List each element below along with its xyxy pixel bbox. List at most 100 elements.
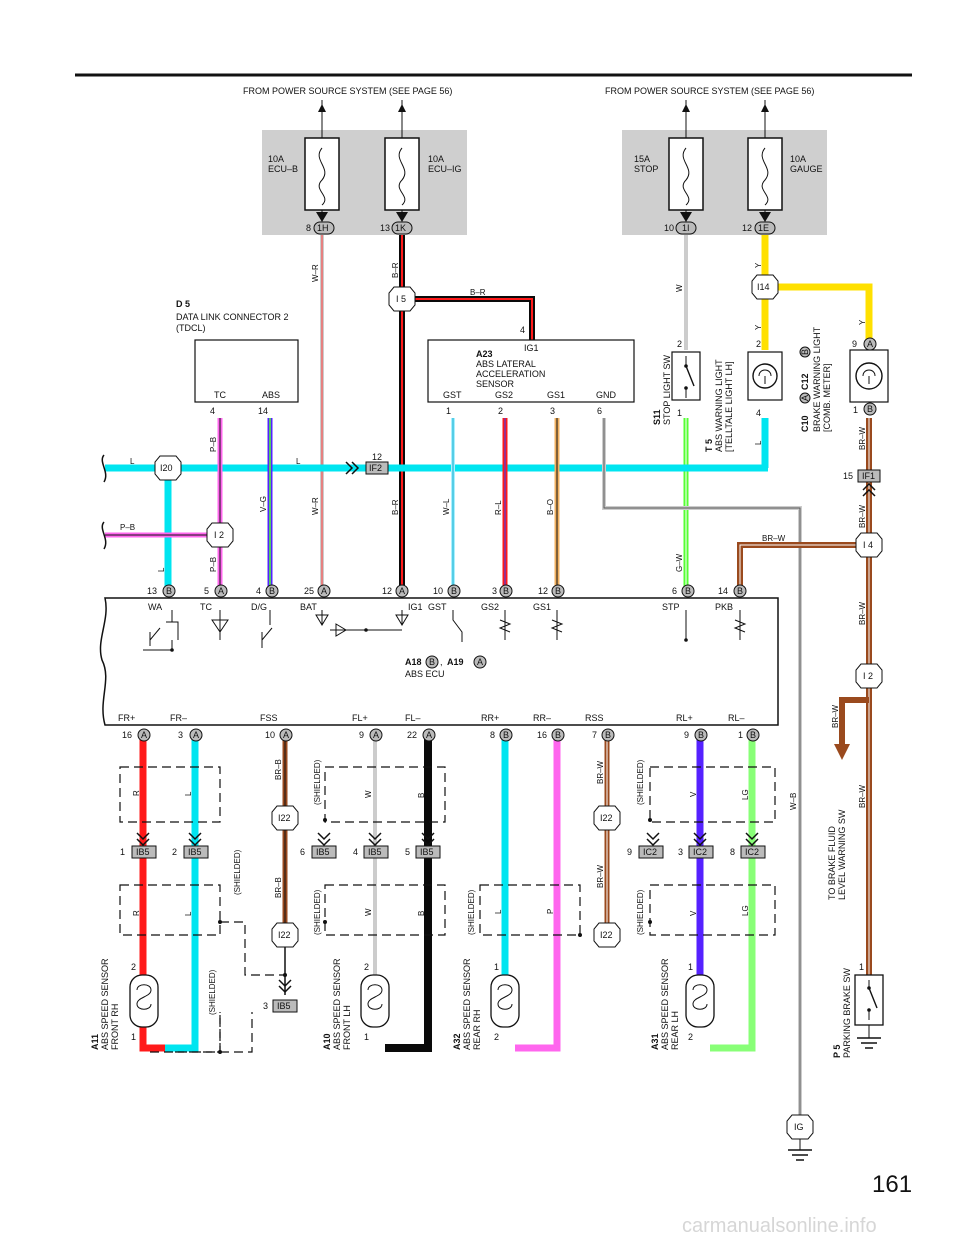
svg-text:3: 3 bbox=[678, 847, 683, 857]
svg-text:B: B bbox=[555, 730, 561, 740]
svg-text:4: 4 bbox=[756, 408, 761, 418]
svg-text:B: B bbox=[166, 586, 172, 596]
a32-speed-sensor-rear-rh: 1 2 A32 ABS SPEED SENSOR REAR RH bbox=[452, 958, 520, 1050]
svg-text:3: 3 bbox=[178, 730, 183, 740]
svg-text:A: A bbox=[426, 730, 432, 740]
svg-text:Y: Y bbox=[754, 262, 763, 268]
svg-text:1: 1 bbox=[120, 847, 125, 857]
junction-i20: I20 bbox=[154, 455, 182, 481]
svg-text:P 5: P 5 bbox=[832, 1045, 842, 1058]
ecu-pin-fl-plus: FL+ 9 A bbox=[352, 713, 383, 742]
svg-text:9: 9 bbox=[359, 730, 364, 740]
svg-text:A: A bbox=[399, 586, 405, 596]
svg-text:PKB: PKB bbox=[715, 602, 733, 612]
svg-text:W: W bbox=[364, 790, 373, 798]
svg-text:1K: 1K bbox=[395, 223, 406, 233]
svg-text:13: 13 bbox=[380, 223, 390, 233]
connector-ib5-4: 4 IB5 bbox=[353, 832, 389, 859]
svg-text:A: A bbox=[477, 657, 483, 667]
svg-text:IB5: IB5 bbox=[136, 847, 150, 857]
svg-text:IG: IG bbox=[794, 1122, 804, 1132]
svg-text:,: , bbox=[440, 657, 443, 667]
svg-text:I20: I20 bbox=[160, 463, 173, 473]
connector-ib5-3: 3 IB5 bbox=[263, 979, 298, 1013]
fuse-stop-amp: 15A bbox=[634, 154, 650, 164]
ecu-pin-fss: FSS 10 A bbox=[260, 713, 293, 742]
svg-text:8: 8 bbox=[490, 730, 495, 740]
wire-breaks bbox=[101, 454, 107, 550]
svg-text:RSS: RSS bbox=[585, 713, 604, 723]
t5-abs-warning-light: 2 4 T 5 ABS WARNING LIGHT [TELLTALE LIGH… bbox=[704, 339, 783, 452]
svg-text:1H: 1H bbox=[317, 223, 329, 233]
svg-text:W–R: W–R bbox=[311, 497, 320, 515]
ecu-pin-gs2: GS2 3 B bbox=[481, 584, 513, 612]
svg-text:(SHIELDED): (SHIELDED) bbox=[467, 889, 476, 935]
svg-text:L: L bbox=[157, 567, 166, 572]
svg-text:6: 6 bbox=[300, 847, 305, 857]
svg-text:2: 2 bbox=[498, 406, 503, 416]
ecu-pin-stp: STP 6 B bbox=[662, 584, 695, 612]
junction-i5: I 5 bbox=[388, 286, 416, 312]
svg-text:7: 7 bbox=[592, 730, 597, 740]
svg-text:P: P bbox=[546, 909, 555, 914]
svg-text:IG1: IG1 bbox=[408, 602, 423, 612]
svg-text:2: 2 bbox=[677, 339, 682, 349]
junction-i4: I 4 bbox=[855, 532, 883, 558]
wire-br-w-pkb bbox=[737, 542, 869, 593]
svg-text:10: 10 bbox=[265, 730, 275, 740]
svg-text:W: W bbox=[675, 284, 684, 292]
ecu-pin-rr-plus: RR+ 8 B bbox=[481, 713, 513, 742]
svg-text:B: B bbox=[555, 586, 561, 596]
fuse-gauge-amp: 10A bbox=[790, 154, 806, 164]
svg-text:GS2: GS2 bbox=[495, 390, 513, 400]
svg-text:ABS SPEED SENSOR: ABS SPEED SENSOR bbox=[660, 958, 670, 1050]
ecu-pin-dg: D/G 4 B bbox=[251, 584, 279, 612]
a10-speed-sensor-front-lh: 2 1 A10 ABS SPEED SENSOR FRONT LH bbox=[322, 958, 390, 1050]
svg-text:GS2: GS2 bbox=[481, 602, 499, 612]
connector-ib5-6: 6 IB5 bbox=[300, 832, 337, 859]
svg-text:A: A bbox=[373, 730, 379, 740]
junction-i22-fss-upper: I22 bbox=[271, 805, 299, 831]
p5-parking-brake-switch: 1 P 5 PARKING BRAKE SW bbox=[832, 962, 884, 1058]
svg-text:B–R: B–R bbox=[391, 499, 400, 515]
svg-text:STP: STP bbox=[662, 602, 680, 612]
svg-text:B–R: B–R bbox=[470, 288, 486, 297]
shield-dots bbox=[218, 818, 652, 1054]
wire-p-rr-minus bbox=[515, 738, 561, 1052]
connector-ic2-8: 8 IC2 bbox=[730, 832, 766, 859]
svg-text:BR–W: BR–W bbox=[858, 784, 867, 808]
svg-text:6: 6 bbox=[672, 586, 677, 596]
svg-text:FR+: FR+ bbox=[118, 713, 135, 723]
svg-text:TC: TC bbox=[200, 602, 212, 612]
svg-text:1: 1 bbox=[446, 406, 451, 416]
svg-text:BR–W: BR–W bbox=[596, 760, 605, 784]
svg-text:FRONT LH: FRONT LH bbox=[342, 1005, 352, 1050]
svg-text:12: 12 bbox=[372, 452, 382, 462]
svg-text:[TELLTALE LIGHT LH]: [TELLTALE LIGHT LH] bbox=[724, 361, 734, 452]
svg-text:(SHIELDED): (SHIELDED) bbox=[313, 759, 322, 805]
svg-text:I22: I22 bbox=[600, 930, 613, 940]
fuse-ecu-ig-name: ECU–IG bbox=[428, 164, 462, 174]
svg-text:V: V bbox=[689, 910, 698, 916]
ecu-pin-bat: BAT 25 A bbox=[300, 584, 331, 612]
a11-speed-sensor-front-rh: 2 1 A11 ABS SPEED SENSOR FRONT RH bbox=[90, 958, 159, 1050]
svg-text:9: 9 bbox=[852, 339, 857, 349]
svg-text:GS1: GS1 bbox=[547, 390, 565, 400]
a23-lateral-acceleration-sensor: 4 IG1 A23 ABS LATERAL ACCELERATION SENSO… bbox=[427, 325, 635, 416]
svg-text:9: 9 bbox=[627, 847, 632, 857]
fuse-connector-1h: 8 1H bbox=[306, 221, 335, 235]
fuse-gauge: 10A GAUGE bbox=[747, 100, 823, 222]
svg-text:B: B bbox=[867, 404, 873, 414]
svg-text:B: B bbox=[750, 730, 756, 740]
svg-text:ABS WARNING LIGHT: ABS WARNING LIGHT bbox=[714, 359, 724, 452]
svg-text:A31: A31 bbox=[650, 1033, 660, 1050]
svg-text:2: 2 bbox=[172, 847, 177, 857]
fuse-box-right bbox=[622, 130, 827, 235]
svg-text:B: B bbox=[451, 586, 457, 596]
ecu-bottom-pins: FR+ 16 A FR– 3 A FSS 10 A FL+ 9 A FL– 22 bbox=[118, 713, 760, 742]
svg-text:IC2: IC2 bbox=[693, 847, 707, 857]
wire-br-w-fluid bbox=[839, 697, 869, 745]
wire-r-fr-plus bbox=[139, 738, 170, 1052]
svg-text:B: B bbox=[737, 586, 743, 596]
ecu-top-pins: WA 13 B TC 5 A D/G 4 B BAT 25 A IG1 12 A bbox=[147, 584, 747, 612]
